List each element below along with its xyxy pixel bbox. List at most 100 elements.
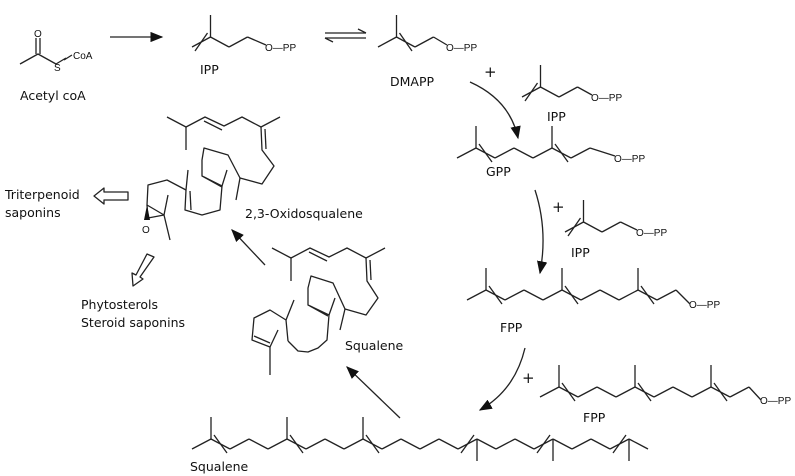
ipp-label: IPP [571, 245, 590, 260]
bond [672, 386, 693, 398]
double-bond [398, 32, 413, 52]
bond [656, 289, 677, 301]
ipp-structure: O—PP IPP [521, 65, 622, 124]
bond [599, 289, 620, 301]
double-bond [524, 82, 539, 102]
double-bond [567, 217, 582, 237]
curved-arrow [469, 81, 521, 140]
opp-group: O—PP [446, 43, 477, 54]
fpp-structure: O—PP FPP [539, 365, 791, 425]
bond [583, 221, 603, 233]
bond [514, 438, 535, 450]
steroid-saponins-label: Steroid saponins [81, 315, 185, 330]
double-bond [640, 285, 655, 305]
bond [596, 386, 617, 398]
bond [653, 386, 674, 398]
bond [433, 36, 448, 46]
double-bond [365, 434, 380, 454]
bond [542, 289, 563, 301]
fpp-structure: O—PP FPP [466, 268, 720, 335]
acetyl-coa-structure: O S CoA Acetyl coA [19, 29, 93, 103]
bond [324, 438, 345, 450]
acetyl-coa-label: Acetyl coA [20, 88, 86, 103]
ipp-structure: O—PP IPP [191, 15, 296, 77]
double-bond [561, 382, 576, 402]
bond [691, 386, 712, 398]
fpp-label: FPP [500, 320, 523, 335]
bond [540, 86, 560, 98]
bond [504, 289, 525, 301]
dmapp-structure: O—PP DMAPP [377, 15, 477, 89]
bond [476, 438, 497, 450]
bond [456, 147, 477, 159]
bond [615, 386, 636, 398]
epoxide-o: O [142, 225, 150, 236]
bond [589, 147, 616, 157]
double-bond [713, 382, 728, 402]
saponins-label: saponins [5, 205, 61, 220]
dmapp-label: DMAPP [390, 74, 434, 89]
phytosterols-label: Phytosterols [81, 297, 158, 312]
opp-group: O—PP [689, 300, 720, 311]
bond [343, 438, 364, 450]
oxidosqualene-label: 2,3-Oxidosqualene [245, 206, 363, 221]
bond [628, 438, 649, 450]
double-bond [460, 434, 475, 454]
squalene-label: Squalene [190, 459, 249, 474]
bond [267, 438, 288, 450]
bond [539, 386, 560, 398]
bond [675, 289, 691, 305]
opp-group: O—PP [636, 228, 667, 239]
plus-sign: + [522, 369, 535, 387]
double-bond [289, 434, 304, 454]
oxidosqualene-structure: O 2,3-Oxidosqualene [142, 116, 363, 241]
bond [438, 438, 459, 450]
bond [577, 86, 593, 96]
bond [590, 438, 611, 450]
gpp-label: GPP [486, 164, 511, 179]
bond [466, 289, 487, 301]
reaction-arrow [346, 366, 401, 419]
bond [620, 221, 638, 231]
squalene-folded-label: Squalene [345, 338, 404, 353]
bond [228, 36, 248, 48]
curved-arrow [534, 189, 548, 275]
bond [229, 438, 250, 450]
bond [248, 438, 269, 450]
reaction-arrow [231, 229, 266, 266]
open-arrow-left [93, 187, 129, 205]
curved-arrow [478, 347, 526, 411]
coa-group: CoA [73, 51, 93, 62]
bond [377, 36, 397, 48]
bond [570, 147, 591, 159]
bond [571, 438, 592, 450]
bond [532, 147, 553, 159]
double-bond [612, 434, 627, 454]
gpp-structure: O—PP GPP [456, 126, 645, 179]
atom-o: O [34, 29, 42, 40]
double-bond [554, 143, 569, 163]
opp-group: O—PP [265, 43, 296, 54]
squalene-linear-structure: Squalene [190, 417, 649, 474]
plus-sign: + [484, 63, 497, 81]
bond [210, 36, 230, 48]
bond [552, 438, 573, 450]
bond [523, 289, 544, 301]
bond [495, 438, 516, 450]
bond [601, 221, 621, 233]
opp-group: O—PP [591, 93, 622, 104]
bond [513, 147, 534, 159]
bond [748, 386, 762, 401]
bond [414, 36, 434, 48]
plus-sign: + [552, 198, 565, 216]
triterpenoid-label: Triterpenoid [4, 187, 80, 202]
bond [729, 386, 750, 398]
ipp-structure: O—PP IPP [564, 200, 667, 260]
bond [580, 289, 601, 301]
bond [381, 438, 402, 450]
atom-s: S [54, 63, 61, 74]
bond [305, 438, 326, 450]
opp-group: O—PP [760, 396, 791, 407]
